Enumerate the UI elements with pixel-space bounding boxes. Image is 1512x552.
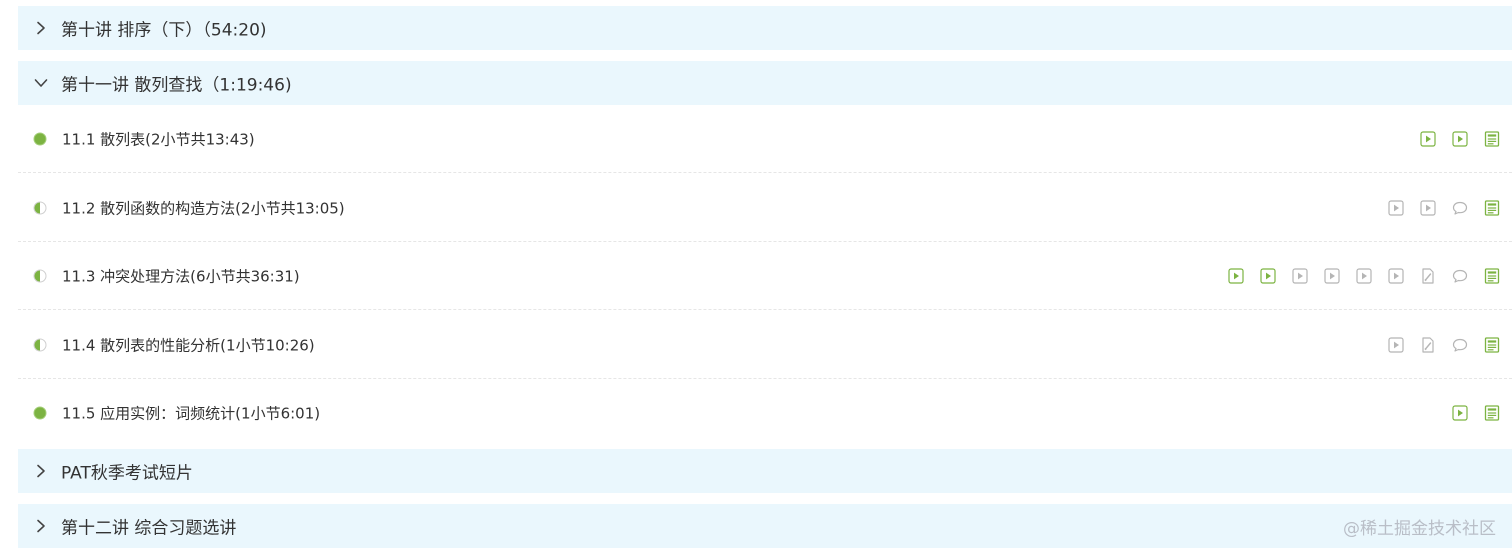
lesson-title: 11.2 散列函数的构造方法(2小节共13:05) <box>62 199 345 217</box>
chapter-11-header[interactable]: 第十一讲 散列查找（1:19:46) <box>18 61 1512 105</box>
chevron-down-icon <box>34 76 48 90</box>
status-complete-icon <box>33 406 47 420</box>
video-icon[interactable] <box>1292 267 1308 284</box>
video-icon[interactable] <box>1324 267 1340 284</box>
video-icon[interactable] <box>1260 267 1276 284</box>
status-partial-icon <box>33 201 47 215</box>
chevron-right-icon <box>34 464 48 478</box>
status-partial-icon <box>33 269 47 283</box>
chapter-title: 第十讲 排序（下）（54:20) <box>61 20 267 41</box>
watermark: @稀土掘金技术社区 <box>1343 519 1496 539</box>
lesson-resources <box>1228 267 1500 284</box>
video-icon[interactable] <box>1420 130 1436 147</box>
video-icon[interactable] <box>1388 199 1404 216</box>
video-icon[interactable] <box>1388 267 1404 284</box>
edit-icon[interactable] <box>1420 336 1436 353</box>
status-partial-icon <box>33 338 47 352</box>
video-icon[interactable] <box>1356 267 1372 284</box>
lesson-row-11-5[interactable]: 11.5 应用实例：词频统计(1小节6:01) <box>18 379 1512 447</box>
chat-icon[interactable] <box>1452 200 1468 216</box>
chat-icon[interactable] <box>1452 268 1468 284</box>
document-icon[interactable] <box>1484 267 1500 284</box>
chapter-title: 第十一讲 散列查找（1:19:46) <box>61 75 292 96</box>
chapter-pat-header[interactable]: PAT秋季考试短片 <box>18 449 1512 493</box>
chapter-title: PAT秋季考试短片 <box>61 463 193 484</box>
lesson-row-11-2[interactable]: 11.2 散列函数的构造方法(2小节共13:05) <box>18 174 1512 242</box>
lesson-title: 11.4 散列表的性能分析(1小节10:26) <box>62 336 315 354</box>
lesson-row-11-4[interactable]: 11.4 散列表的性能分析(1小节10:26) <box>18 311 1512 379</box>
chat-icon[interactable] <box>1452 337 1468 353</box>
lesson-title: 11.3 冲突处理方法(6小节共36:31) <box>62 267 300 285</box>
lesson-row-11-3[interactable]: 11.3 冲突处理方法(6小节共36:31) <box>18 242 1512 310</box>
lesson-title: 11.5 应用实例：词频统计(1小节6:01) <box>62 404 321 423</box>
lesson-resources <box>1388 336 1500 353</box>
lesson-resources <box>1452 405 1500 421</box>
document-icon[interactable] <box>1484 336 1500 353</box>
status-complete-icon <box>33 132 47 146</box>
lesson-title: 11.1 散列表(2小节共13:43) <box>62 130 255 148</box>
chapter-title: 第十二讲 综合习题选讲 <box>61 518 237 539</box>
chapter-12-header[interactable]: 第十二讲 综合习题选讲 <box>18 504 1512 548</box>
video-icon[interactable] <box>1388 336 1404 353</box>
lesson-row-11-1[interactable]: 11.1 散列表(2小节共13:43) <box>18 105 1512 173</box>
lesson-resources <box>1388 199 1500 216</box>
document-icon[interactable] <box>1484 199 1500 216</box>
chapter-10-header[interactable]: 第十讲 排序（下）（54:20) <box>18 6 1512 50</box>
document-icon[interactable] <box>1484 130 1500 147</box>
video-icon[interactable] <box>1420 199 1436 216</box>
document-icon[interactable] <box>1484 405 1500 421</box>
video-icon[interactable] <box>1452 130 1468 147</box>
video-icon[interactable] <box>1228 267 1244 284</box>
lesson-resources <box>1420 130 1500 147</box>
chevron-right-icon <box>34 21 48 35</box>
chevron-right-icon <box>34 519 48 533</box>
video-icon[interactable] <box>1452 405 1468 421</box>
edit-icon[interactable] <box>1420 267 1436 284</box>
